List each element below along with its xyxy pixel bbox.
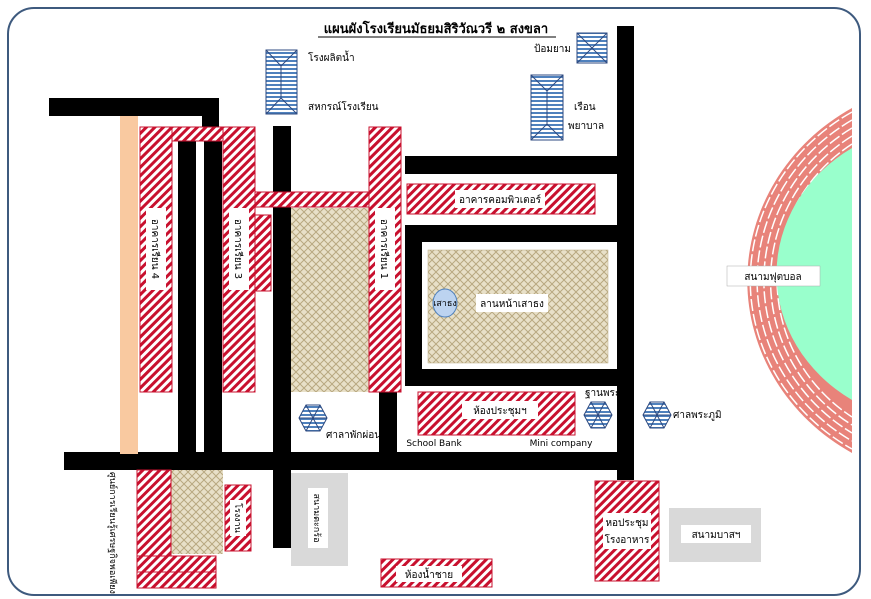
building-1-label: อาคารเรียน 1 (378, 219, 390, 279)
peach-walkway (120, 116, 138, 454)
pavilion-icon[interactable] (298, 404, 328, 432)
nurse-room-label-2: พยาบาล (568, 121, 604, 132)
courtyard-center (291, 208, 371, 392)
building-4-label: อาคารเรียน 4 (149, 219, 161, 279)
shrine-base-label: ฐานพระ (585, 388, 620, 399)
guard-room[interactable] (576, 32, 608, 64)
water-plant[interactable] (265, 49, 298, 115)
meeting-room-label: ห้องประชุมฯ (473, 405, 527, 417)
flagpole-label: เสาธง (433, 299, 457, 309)
workshop-label: โรงงาน (232, 503, 243, 533)
canteen-label-2: โรงอาหาร (605, 533, 650, 546)
building-3-label: อาคารเรียน 3 (232, 219, 244, 279)
walkway-connector (254, 191, 370, 208)
canteen-label-1: หอประชุม (605, 518, 648, 529)
roads (49, 26, 634, 548)
shrine-base-icon[interactable] (583, 401, 613, 429)
building-3-annex[interactable] (254, 214, 272, 292)
computer-building-label: อาคารคอมพิวเตอร์ (459, 194, 542, 206)
mini-company-label: Mini company (530, 439, 593, 449)
flagpole[interactable] (432, 288, 458, 318)
learning-center-label: ศูนย์การเรียนรู้เศรษฐกิจพอเพียง (107, 472, 119, 594)
spirit-house-label: ศาลพระภูมิ (673, 410, 722, 421)
nurse-room-label-1: เรือน (574, 101, 596, 113)
basketball-court-label: สนามบาสฯ (692, 530, 741, 541)
mens-restroom-label: ห้องน้ำชาย (405, 567, 453, 581)
spirit-house-icon[interactable] (642, 401, 672, 429)
takraw-court-label: สนามตะกร้อ (311, 494, 322, 543)
football-field-label-box[interactable] (726, 265, 821, 287)
flag-court-label: ลานหน้าเสาธง (480, 298, 544, 310)
football-field-label: สนามฟุตบอล (744, 272, 801, 283)
pavilion-label: ศาลาพักผ่อน (326, 430, 381, 441)
courtyard-south (171, 470, 223, 554)
map-title: แผนผังโรงเรียนมัธยมสิริวัณวรี ๒ สงขลา (324, 20, 548, 37)
school-bank-label: School Bank (406, 439, 462, 449)
coop-label: สหกรณ์โรงเรียน (308, 100, 379, 113)
nurse-room[interactable] (530, 74, 564, 141)
water-plant-label: โรงผลิตน้ำ (308, 50, 355, 64)
walkway-top (171, 126, 224, 142)
guard-room-label: ป้อมยาม (534, 43, 571, 55)
